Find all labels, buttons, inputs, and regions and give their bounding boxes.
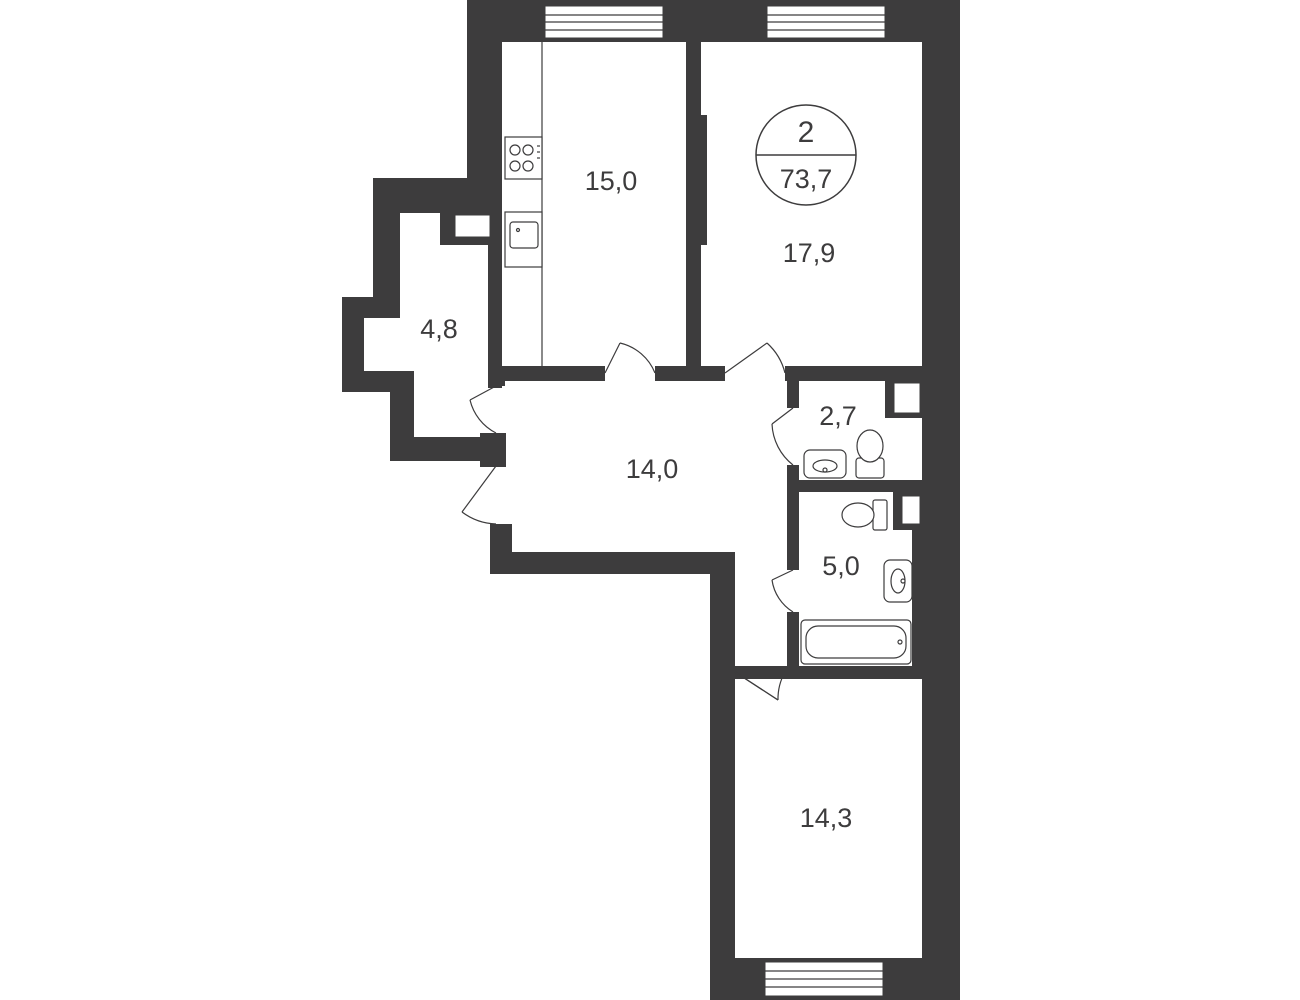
toilet-area: 2,7 — [819, 401, 857, 431]
total-area: 73,7 — [780, 164, 833, 194]
windows — [544, 5, 886, 997]
bedroom-area: 14,3 — [800, 803, 853, 833]
bathroom-area: 5,0 — [822, 551, 860, 581]
bath-toilet-tank-icon — [872, 499, 888, 531]
apartment-badge: 2 73,7 — [755, 104, 857, 206]
rooms-count: 2 — [798, 116, 815, 149]
kitchen-fixtures — [504, 42, 543, 366]
doors — [461, 342, 794, 701]
loggia-area: 4,8 — [420, 314, 458, 344]
hallway-area: 14,0 — [626, 454, 679, 484]
toilet-fixtures — [803, 429, 885, 479]
bathroom-fixtures — [800, 499, 913, 665]
room-labels: 15,0 17,9 4,8 14,0 2,7 5,0 14,3 — [420, 166, 860, 833]
interior-walls — [488, 40, 925, 679]
stove-icon — [504, 136, 543, 180]
living-room-area: 17,9 — [783, 238, 836, 268]
kitchen-area: 15,0 — [585, 166, 638, 196]
